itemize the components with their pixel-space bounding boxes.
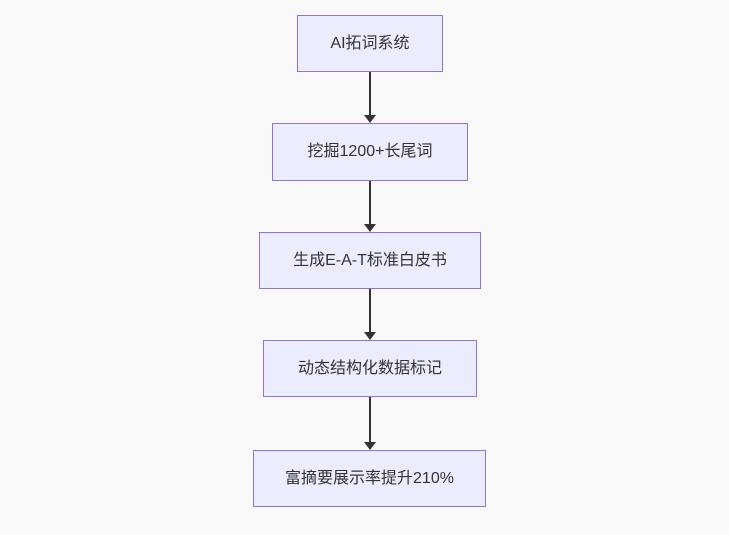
- arrow-head-icon: [364, 224, 376, 232]
- flowchart-arrow-2: [364, 181, 376, 232]
- flowchart-arrow-1: [364, 72, 376, 123]
- flowchart-arrow-3: [364, 289, 376, 340]
- flowchart-arrow-4: [364, 397, 376, 450]
- flowchart-node-eat-whitepaper: 生成E-A-T标准白皮书: [259, 232, 481, 289]
- flowchart-node-rich-snippet-result: 富摘要展示率提升210%: [253, 450, 486, 507]
- arrow-line: [369, 397, 371, 442]
- flowchart-node-ai-keyword-system: AI拓词系统: [297, 15, 443, 72]
- arrow-head-icon: [364, 115, 376, 123]
- arrow-head-icon: [364, 332, 376, 340]
- flowchart-node-structured-data-markup: 动态结构化数据标记: [263, 340, 477, 397]
- node-label: 挖掘1200+长尾词: [307, 143, 433, 161]
- arrow-head-icon: [364, 442, 376, 450]
- node-label: AI拓词系统: [330, 34, 410, 52]
- flowchart-node-longtail-mining: 挖掘1200+长尾词: [272, 123, 468, 181]
- arrow-line: [369, 181, 371, 224]
- node-label: 富摘要展示率提升210%: [285, 469, 454, 487]
- arrow-line: [369, 72, 371, 115]
- node-label: 生成E-A-T标准白皮书: [293, 251, 447, 269]
- arrow-line: [369, 289, 371, 332]
- node-label: 动态结构化数据标记: [297, 359, 442, 377]
